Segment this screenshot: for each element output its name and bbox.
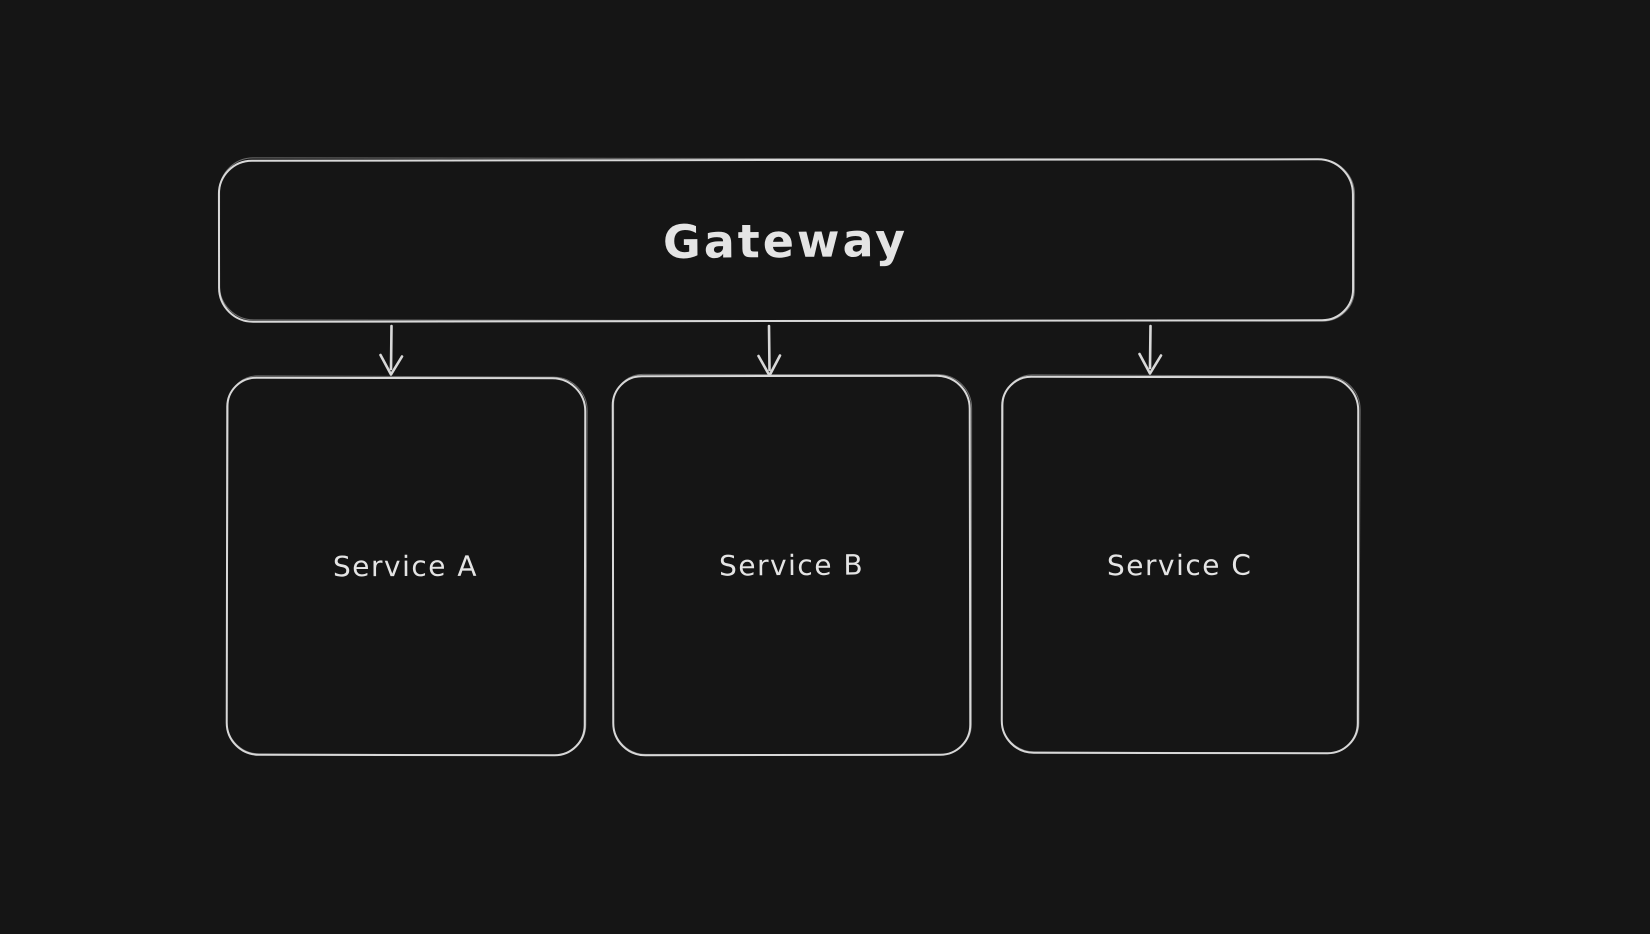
node-service-c: Service C [1000,375,1360,755]
node-service-b: Service B [611,374,972,757]
node-service-c-label: Service C [1107,548,1253,582]
node-service-a: Service A [225,376,587,757]
arrow-gateway-to-service-c [1138,324,1163,375]
arrow-gateway-to-service-a [379,324,404,376]
node-gateway-label: Gateway [663,212,909,269]
node-service-b-label: Service B [718,548,865,583]
node-gateway: Gateway [217,158,1355,323]
node-service-a-label: Service A [333,549,479,584]
arrow-gateway-to-service-b [757,324,782,377]
